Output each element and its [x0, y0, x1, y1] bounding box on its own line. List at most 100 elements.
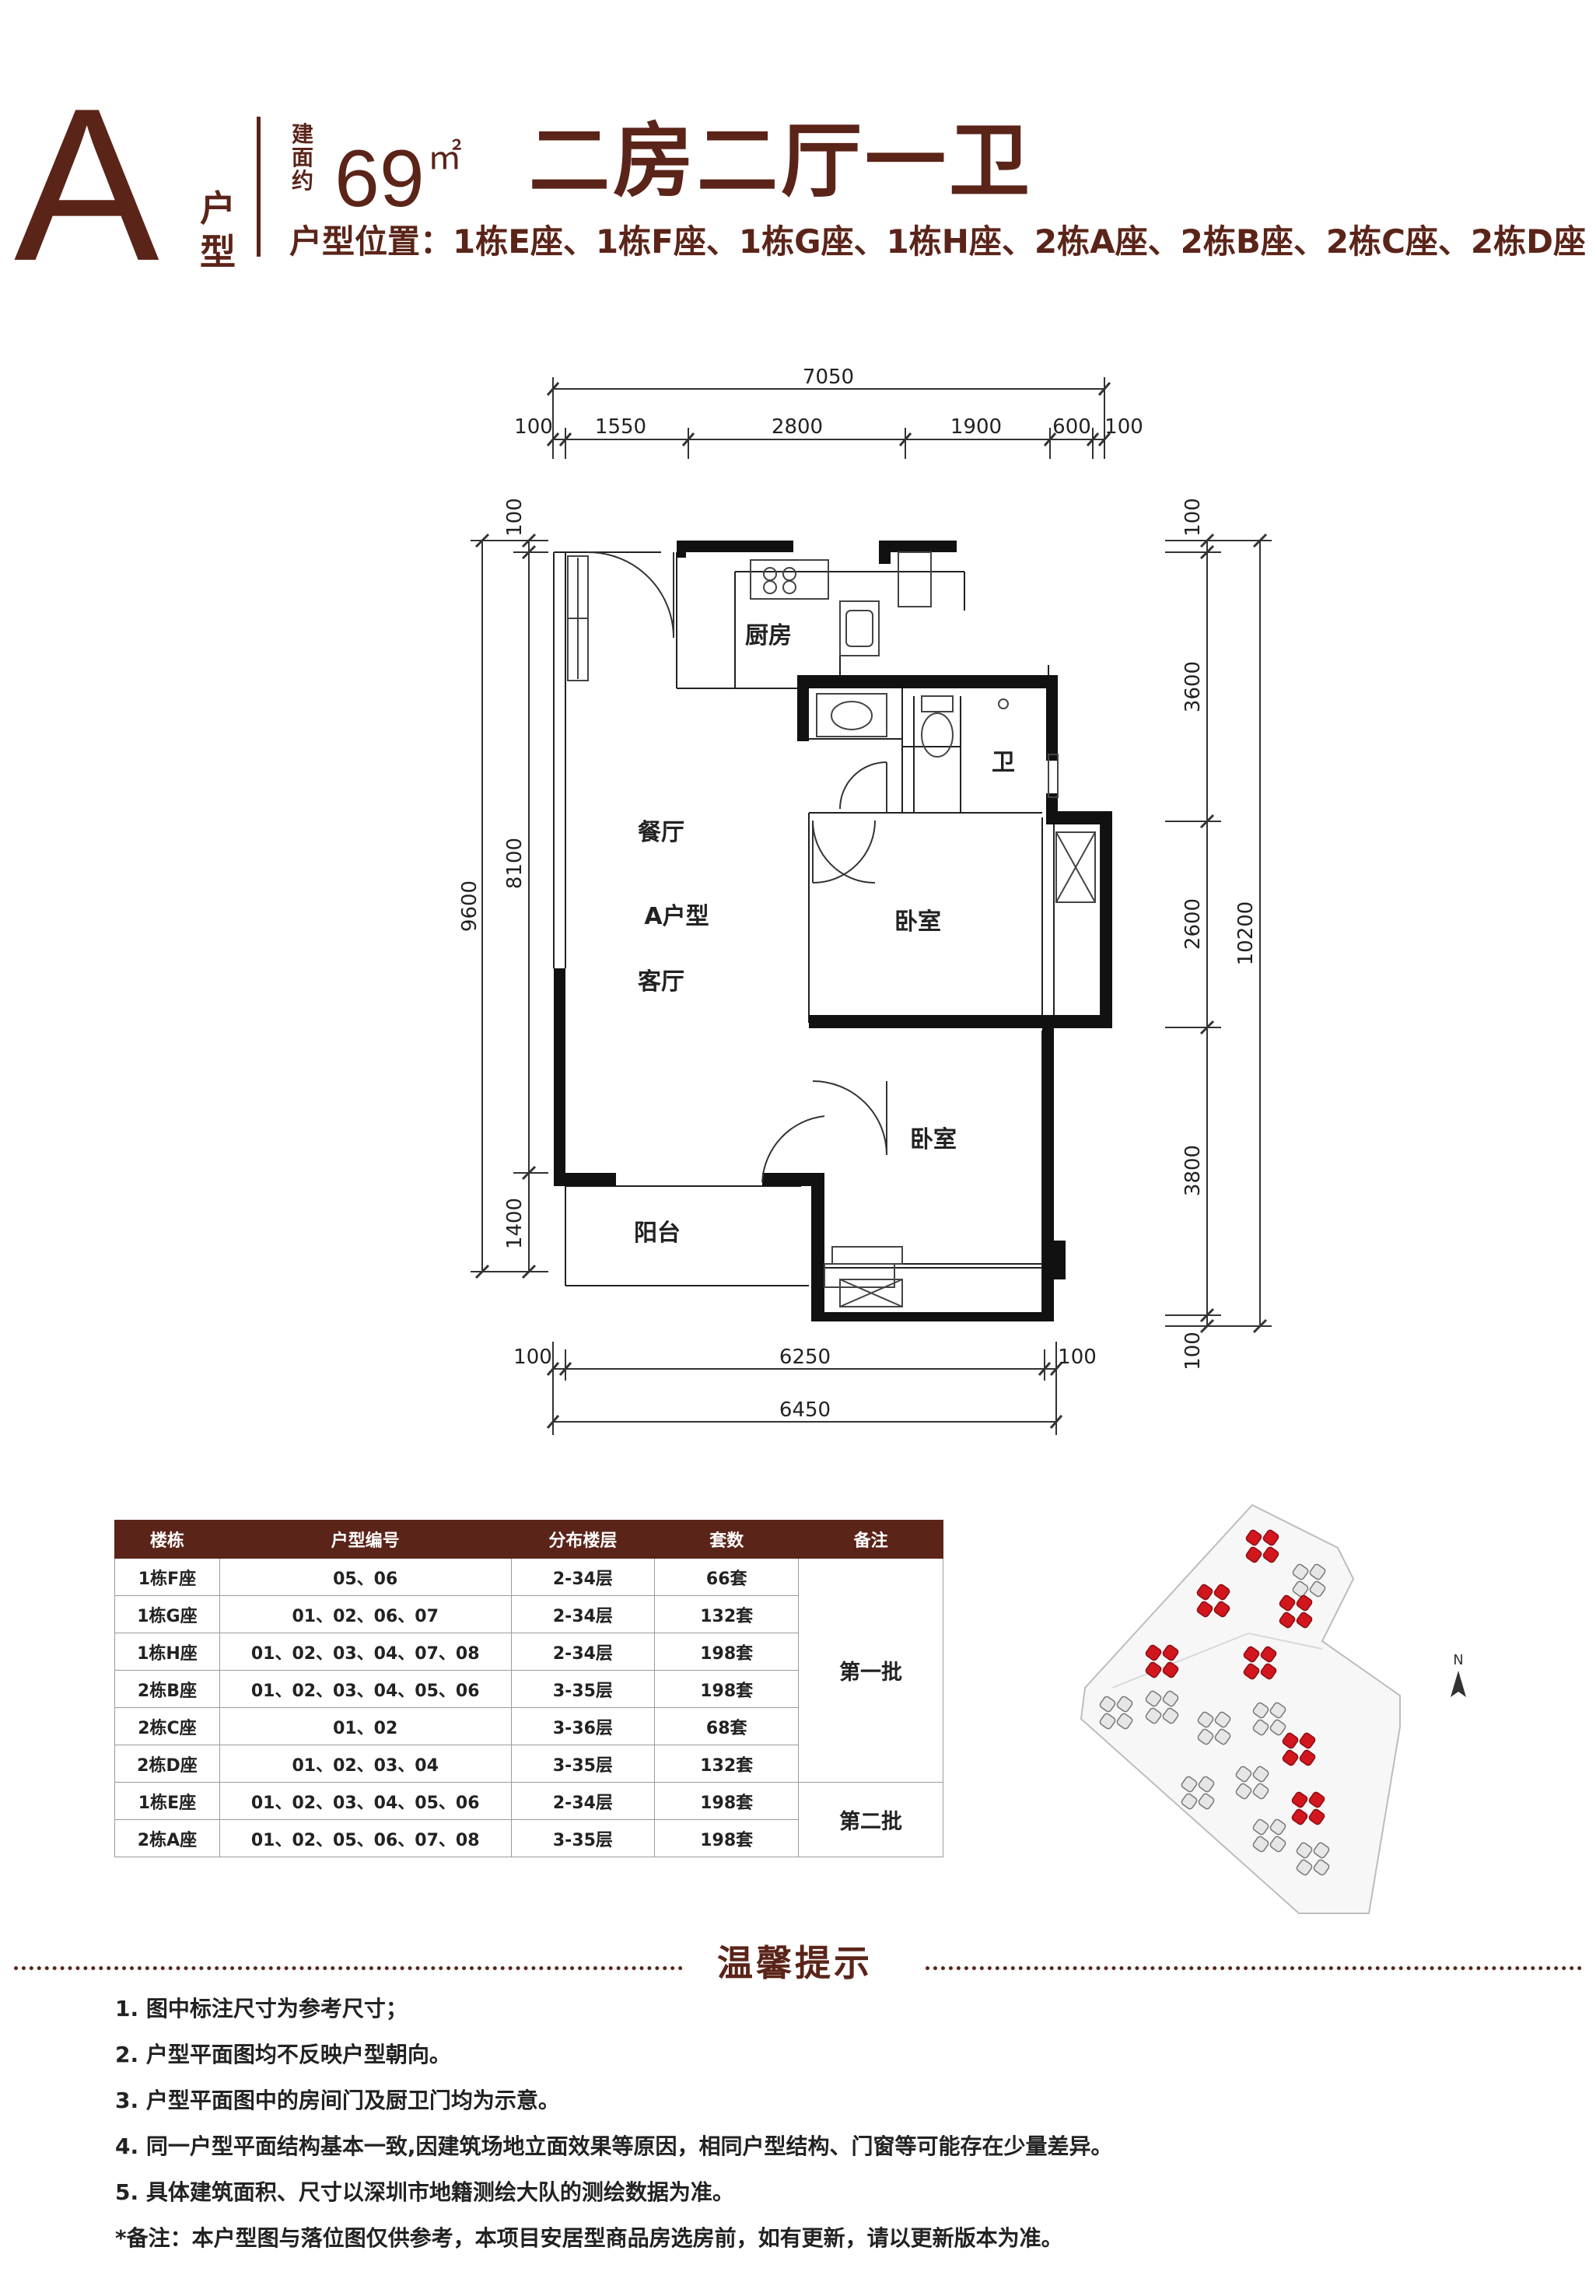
floor-plan: 7050 100 1550 2800 1900 600 100 100 6250… — [458, 366, 1272, 1435]
dim-right-seg-1: 100 — [1181, 498, 1205, 537]
bedroom-fixtures — [831, 831, 1096, 1307]
table-row: 1栋H座 01、02、03、04、07、08 2-34层 198套 — [114, 1633, 943, 1671]
kitchen-fixtures — [750, 551, 932, 656]
table-cell: 68套 — [654, 1707, 800, 1745]
dim-bottom-right: 100 — [1058, 1346, 1097, 1369]
unit-location: 户型位置：1栋E座、1栋F座、1栋G座、1栋H座、2栋A座、2栋B座、2栋C座、… — [289, 220, 1586, 264]
table-cell: 2栋A座 — [114, 1819, 220, 1857]
area-value: 69㎡ — [334, 115, 462, 222]
dim-top-seg-3: 2800 — [772, 415, 823, 439]
table-cell: 198套 — [654, 1633, 800, 1671]
dim-top-seg-4: 1900 — [950, 415, 1002, 439]
dim-top-total: 7050 — [803, 366, 854, 389]
room-unit-label: A户型 — [644, 903, 709, 930]
dim-top-seg-5: 600 — [1052, 415, 1091, 439]
table-cell: 2-34层 — [510, 1633, 656, 1671]
table-header-count: 套数 — [654, 1520, 800, 1559]
north-label: N — [1453, 1652, 1463, 1668]
building-marker — [1243, 1646, 1277, 1680]
tip-item: 3. 户型平面图中的房间门及厨卫门均为示意。 — [115, 2088, 560, 2113]
dim-right-seg-4: 3800 — [1181, 1145, 1205, 1196]
table-cell: 2-34层 — [510, 1558, 656, 1596]
table-header-row: 楼栋 户型编号 分布楼层 套数 备注 — [114, 1520, 943, 1559]
table-cell: 2-34层 — [510, 1595, 656, 1633]
building-marker — [1296, 1842, 1330, 1876]
table-cell: 01、02 — [219, 1707, 512, 1745]
table-cell: 2-34层 — [510, 1782, 656, 1820]
table-row: 1栋E座 01、02、03、04、05、06 2-34层 198套 第二批 — [114, 1782, 943, 1857]
table-row: 2栋D座 01、02、03、04 3-35层 132套 — [114, 1745, 943, 1783]
dim-right-total: 10200 — [1234, 901, 1258, 966]
tip-item: 2. 户型平面图均不反映户型朝向。 — [115, 2042, 451, 2067]
dim-bottom-inner: 6250 — [779, 1346, 831, 1369]
thick-walls — [554, 541, 1112, 1321]
tip-item: 4. 同一户型平面结构基本一致,因建筑场地立面效果等原因，相同户型结构、门窗等可… — [115, 2133, 1113, 2159]
room-dining: 餐厅 — [638, 819, 684, 846]
table-row: 2栋B座 01、02、03、04、05、06 3-35层 198套 — [114, 1670, 943, 1708]
table-cell: 3-36层 — [510, 1707, 656, 1745]
table-cell: 2栋D座 — [114, 1745, 220, 1783]
table-cell: 1栋E座 — [114, 1782, 220, 1820]
building-marker — [1252, 1702, 1286, 1736]
table-cell: 2栋C座 — [114, 1707, 220, 1745]
room-bathroom: 卫 — [992, 749, 1015, 776]
north-arrow: N — [1451, 1652, 1466, 1697]
unit-type-label: 户型 — [200, 187, 236, 273]
table-cell: 01、02、03、04、07、08 — [219, 1633, 512, 1671]
table-cell: 01、02、03、04、05、06 — [219, 1670, 512, 1708]
tip-item: 5. 具体建筑面积、尺寸以深圳市地籍测绘大队的测绘数据为准。 — [115, 2179, 734, 2205]
dim-left-upper: 8100 — [503, 838, 527, 889]
doors — [587, 551, 887, 1183]
table-cell: 198套 — [654, 1670, 800, 1708]
table-header-note: 备注 — [798, 1520, 943, 1559]
building-marker — [1282, 1732, 1316, 1766]
table-cell: 01、02、06、07 — [219, 1595, 512, 1633]
building-marker — [1181, 1776, 1215, 1810]
table-cell: 132套 — [654, 1745, 800, 1783]
building-marker — [1292, 1563, 1326, 1598]
dimension-ticks — [474, 382, 1268, 1429]
room-bedroom-1: 卧室 — [894, 908, 941, 936]
building-marker — [1197, 1711, 1231, 1745]
room-balcony: 阳台 — [634, 1220, 681, 1247]
table-header-floors: 分布楼层 — [510, 1520, 656, 1559]
tips-title: 温馨提示 — [717, 1942, 873, 1984]
table-cell: 1栋F座 — [114, 1558, 220, 1596]
table-header-building: 楼栋 — [114, 1520, 220, 1559]
unit-letter: A — [14, 64, 159, 306]
table-cell: 1栋G座 — [114, 1595, 220, 1633]
dim-top-seg-1: 100 — [514, 415, 553, 439]
dim-right-seg-3: 2600 — [1181, 898, 1205, 950]
table-cell: 198套 — [654, 1782, 800, 1820]
dim-top-seg-6: 100 — [1104, 415, 1143, 439]
unit-distribution-table: 楼栋 户型编号 分布楼层 套数 备注 1栋F座 05、06 2-34层 66套 … — [114, 1520, 943, 1857]
tip-note: *备注：本户型图与落位图仅供参考，本项目安居型商品房选房前，如有更新，请以更新版… — [115, 2225, 1063, 2251]
dimension-lines — [471, 377, 1272, 1435]
room-layout: 二房二厅一卫 — [529, 114, 1034, 208]
tips-divider-left — [14, 1966, 683, 1973]
table-cell: 01、02、05、06、07、08 — [219, 1819, 512, 1857]
dim-right-seg-5: 100 — [1181, 1332, 1205, 1370]
tips-divider-right — [926, 1966, 1582, 1973]
building-marker — [1291, 1791, 1325, 1825]
table-cell: 3-35层 — [510, 1819, 656, 1857]
table-row: 1栋G座 01、02、06、07 2-34层 132套 — [114, 1595, 943, 1633]
table-header-unit-number: 户型编号 — [219, 1520, 512, 1559]
table-cell: 3-35层 — [510, 1670, 656, 1708]
room-kitchen: 厨房 — [745, 622, 792, 649]
site-plan: N — [1080, 1503, 1466, 1914]
table-cell: 66套 — [654, 1558, 800, 1596]
dim-left-lower: 1400 — [503, 1198, 527, 1249]
table-cell: 05、06 — [219, 1558, 512, 1596]
table-cell: 01、02、03、04、05、06 — [219, 1782, 512, 1820]
table-row: 1栋F座 05、06 2-34层 66套 第一批 — [114, 1558, 943, 1783]
building-marker — [1145, 1690, 1179, 1724]
building-marker — [1235, 1766, 1269, 1800]
building-marker — [1099, 1696, 1133, 1730]
table-cell: 198套 — [654, 1819, 800, 1857]
dim-top-seg-2: 1550 — [595, 415, 646, 439]
table-cell: 132套 — [654, 1595, 800, 1633]
dim-left-total: 9600 — [458, 880, 481, 932]
room-living: 客厅 — [638, 968, 684, 996]
tip-item: 1. 图中标注尺寸为参考尺寸； — [115, 1996, 408, 2021]
